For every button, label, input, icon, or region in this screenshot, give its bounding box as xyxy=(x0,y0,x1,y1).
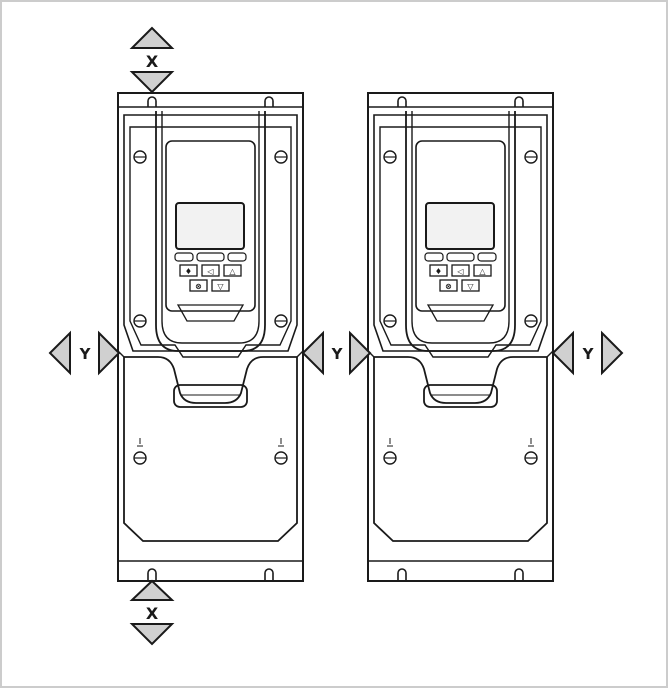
left-clearance-label: Y xyxy=(79,345,92,363)
clearance-arrow-icon xyxy=(129,71,175,94)
clearance-arrow-icon xyxy=(129,579,175,601)
middle-clearance-label: Y xyxy=(331,345,344,363)
top-clearance-label: X xyxy=(146,52,159,71)
clearance-arrow-icon xyxy=(48,330,71,376)
bottom-clearance-label: X xyxy=(146,604,159,623)
clearance-arrow-icon xyxy=(129,623,175,646)
clearance-arrow-icon xyxy=(129,26,175,49)
top-clearance-marker: X xyxy=(129,26,175,94)
clearance-arrow-icon xyxy=(601,330,624,376)
clearance-arrow-icon xyxy=(98,330,121,376)
right-clearance-marker: Y xyxy=(551,330,624,376)
clearance-arrow-icon xyxy=(301,330,324,376)
clearance-arrow-icon xyxy=(349,330,372,376)
right-clearance-label: Y xyxy=(582,345,595,363)
middle-clearance-marker: Y xyxy=(301,330,372,376)
clearance-arrow-icon xyxy=(551,330,574,376)
left-clearance-marker: Y xyxy=(48,330,121,376)
bottom-clearance-marker: X xyxy=(129,579,175,646)
